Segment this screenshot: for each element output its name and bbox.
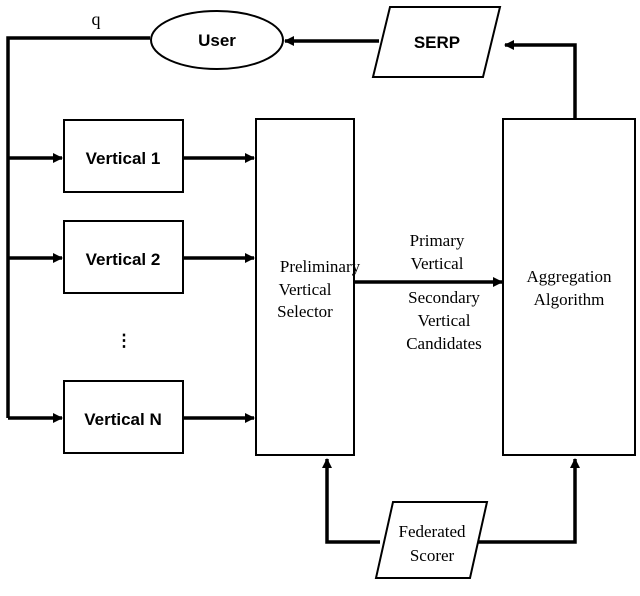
scorer-label-line-2: Scorer (410, 546, 455, 565)
primary-label-line-2: Vertical (411, 254, 464, 273)
selector-box (255, 118, 355, 456)
query-trunk-line (6, 36, 150, 418)
vertical-n-box (63, 380, 184, 454)
vertical-ellipsis: ⋮ (116, 331, 133, 350)
primary-label-line-1: Primary (410, 231, 465, 250)
scorer-node: Federated Scorer (374, 501, 489, 579)
arrow-scorer-to-aggregation (470, 458, 580, 544)
vertical-1-box (63, 119, 184, 193)
scorer-label-line-1: Federated (398, 522, 466, 541)
secondary-label-line-1: Secondary (408, 288, 480, 307)
vertical-2-box (63, 220, 184, 294)
aggregation-box (502, 118, 636, 456)
user-label: User (198, 31, 236, 50)
serp-shape (371, 6, 502, 78)
secondary-label-line-3: Candidates (406, 334, 482, 353)
arrow-scorer-to-selector (322, 458, 380, 544)
vertical-2-node: Vertical 2 (63, 220, 184, 294)
arrow-aggregation-to-serp (504, 40, 577, 118)
user-node: User (150, 10, 284, 70)
aggregation-node: Aggregation Algorithm (502, 118, 636, 456)
selector-label-line-3: Selector (277, 302, 333, 321)
vertical-n-label: Vertical N (84, 410, 162, 429)
aggregation-label-line-2: Algorithm (534, 290, 605, 309)
vertical-n-node: Vertical N (63, 380, 184, 454)
user-ellipse (150, 10, 284, 70)
serp-label: SERP (414, 33, 460, 52)
selector-node: Preliminary Vertical Selector (255, 118, 361, 456)
serp-node: SERP (371, 6, 502, 78)
connectors (6, 36, 580, 544)
vertical-2-label: Vertical 2 (86, 250, 161, 269)
query-label: q (92, 9, 101, 29)
secondary-label-line-2: Vertical (418, 311, 471, 330)
vertical-1-node: Vertical 1 (63, 119, 184, 193)
selector-label-line-2: Vertical (279, 280, 332, 299)
aggregation-label-line-1: Aggregation (527, 267, 612, 286)
scorer-shape (374, 501, 489, 579)
vertical-1-label: Vertical 1 (86, 149, 161, 168)
selector-label-line-1: Preliminary (280, 257, 361, 276)
